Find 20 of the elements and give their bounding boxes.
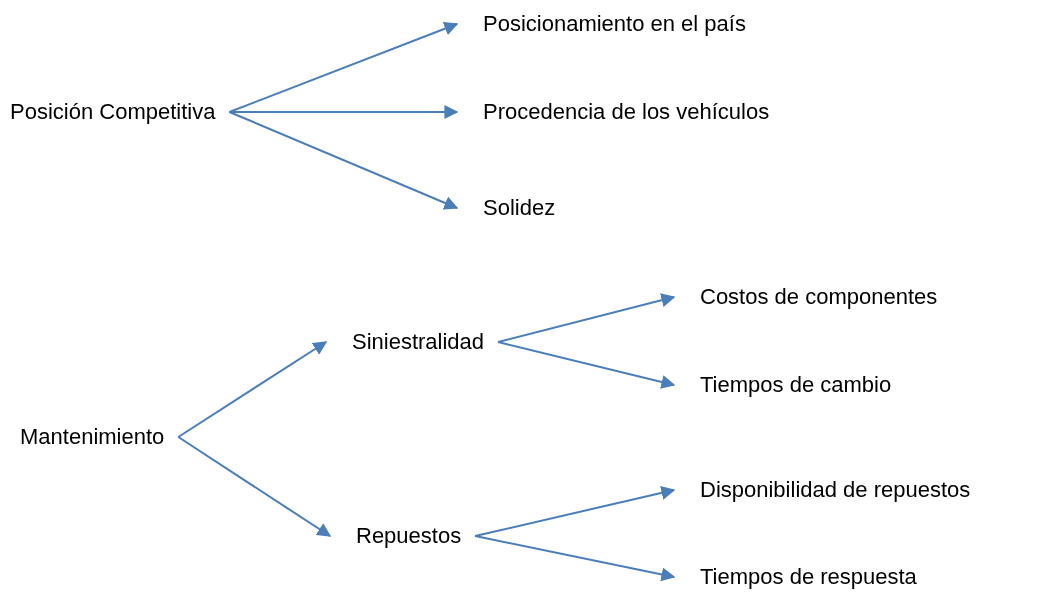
node-label: Repuestos [332, 523, 474, 549]
arrow [497, 341, 676, 389]
node-label: Disponibilidad de repuestos [676, 477, 971, 503]
node-label: Siniestralidad [328, 329, 497, 355]
arrow [228, 22, 459, 113]
node-label: Tiempos de respuesta [676, 564, 917, 590]
node-label: Costos de componentes [676, 284, 938, 310]
arrow [497, 293, 676, 343]
arrow [177, 436, 332, 537]
arrow [177, 341, 328, 438]
arrow [228, 105, 459, 119]
arrow [474, 486, 676, 537]
node-label: Mantenimiento [20, 424, 177, 450]
arrow [228, 111, 459, 210]
node-label: Posición Competitiva [10, 99, 228, 125]
node-label: Tiempos de cambio [676, 372, 892, 398]
node-label: Solidez [459, 195, 556, 221]
node-label: Posicionamiento en el país [459, 11, 746, 37]
arrow [474, 535, 676, 582]
node-label: Procedencia de los vehículos [459, 99, 770, 125]
